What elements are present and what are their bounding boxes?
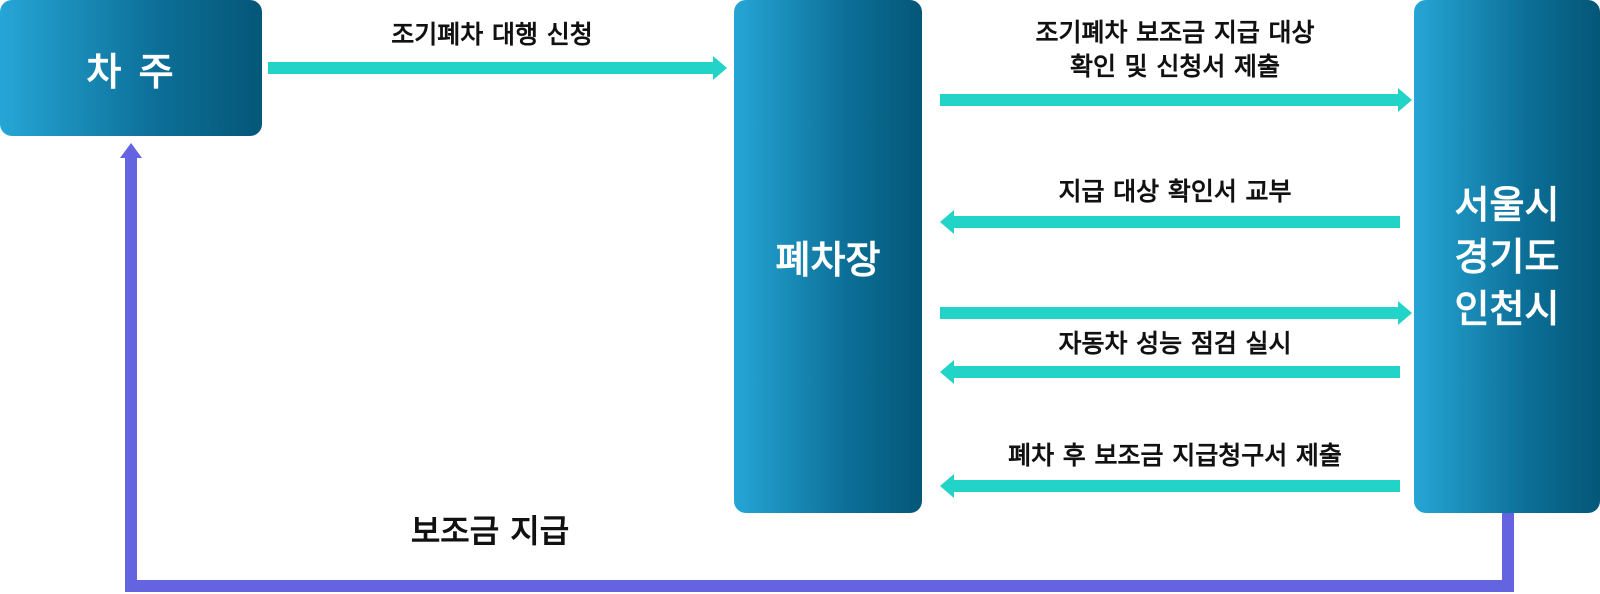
scrapyard-label: 폐차장 xyxy=(775,238,881,282)
government-label-incheon: 인천시 xyxy=(1454,286,1560,331)
label-submit: 조기폐차 보조금 지급 대상 확인 및 신청서 제출 xyxy=(990,16,1360,84)
arrow-claim xyxy=(940,474,1400,498)
government-box: 서울시 경기도 인천시 xyxy=(1414,0,1600,513)
government-label-gyeonggi: 경기도 xyxy=(1454,234,1560,279)
label-inspection: 자동차 성능 점검 실시 xyxy=(1058,329,1292,358)
scrapyard-box: 폐차장 xyxy=(734,0,922,513)
arrow-inspection-request xyxy=(940,301,1412,325)
label-claim: 폐차 후 보조금 지급청구서 제출 xyxy=(1008,441,1342,470)
owner-label: 차 주 xyxy=(86,49,176,94)
arrow-inspection xyxy=(940,360,1400,384)
label-payment: 보조금 지급 xyxy=(410,512,570,550)
arrow-apply xyxy=(268,56,727,80)
government-label-seoul: 서울시 xyxy=(1454,182,1560,227)
government-labels: 서울시 경기도 인천시 xyxy=(1455,179,1560,335)
label-submit-line2: 확인 및 신청서 제출 xyxy=(1069,52,1281,81)
owner-box: 차 주 xyxy=(0,0,262,136)
arrow-submit xyxy=(940,88,1412,112)
label-submit-line1: 조기폐차 보조금 지급 대상 xyxy=(1035,18,1315,47)
label-apply: 조기폐차 대행 신청 xyxy=(391,20,593,49)
label-issue: 지급 대상 확인서 교부 xyxy=(1058,177,1292,206)
arrow-payment xyxy=(120,143,1514,592)
arrow-issue xyxy=(940,210,1400,234)
